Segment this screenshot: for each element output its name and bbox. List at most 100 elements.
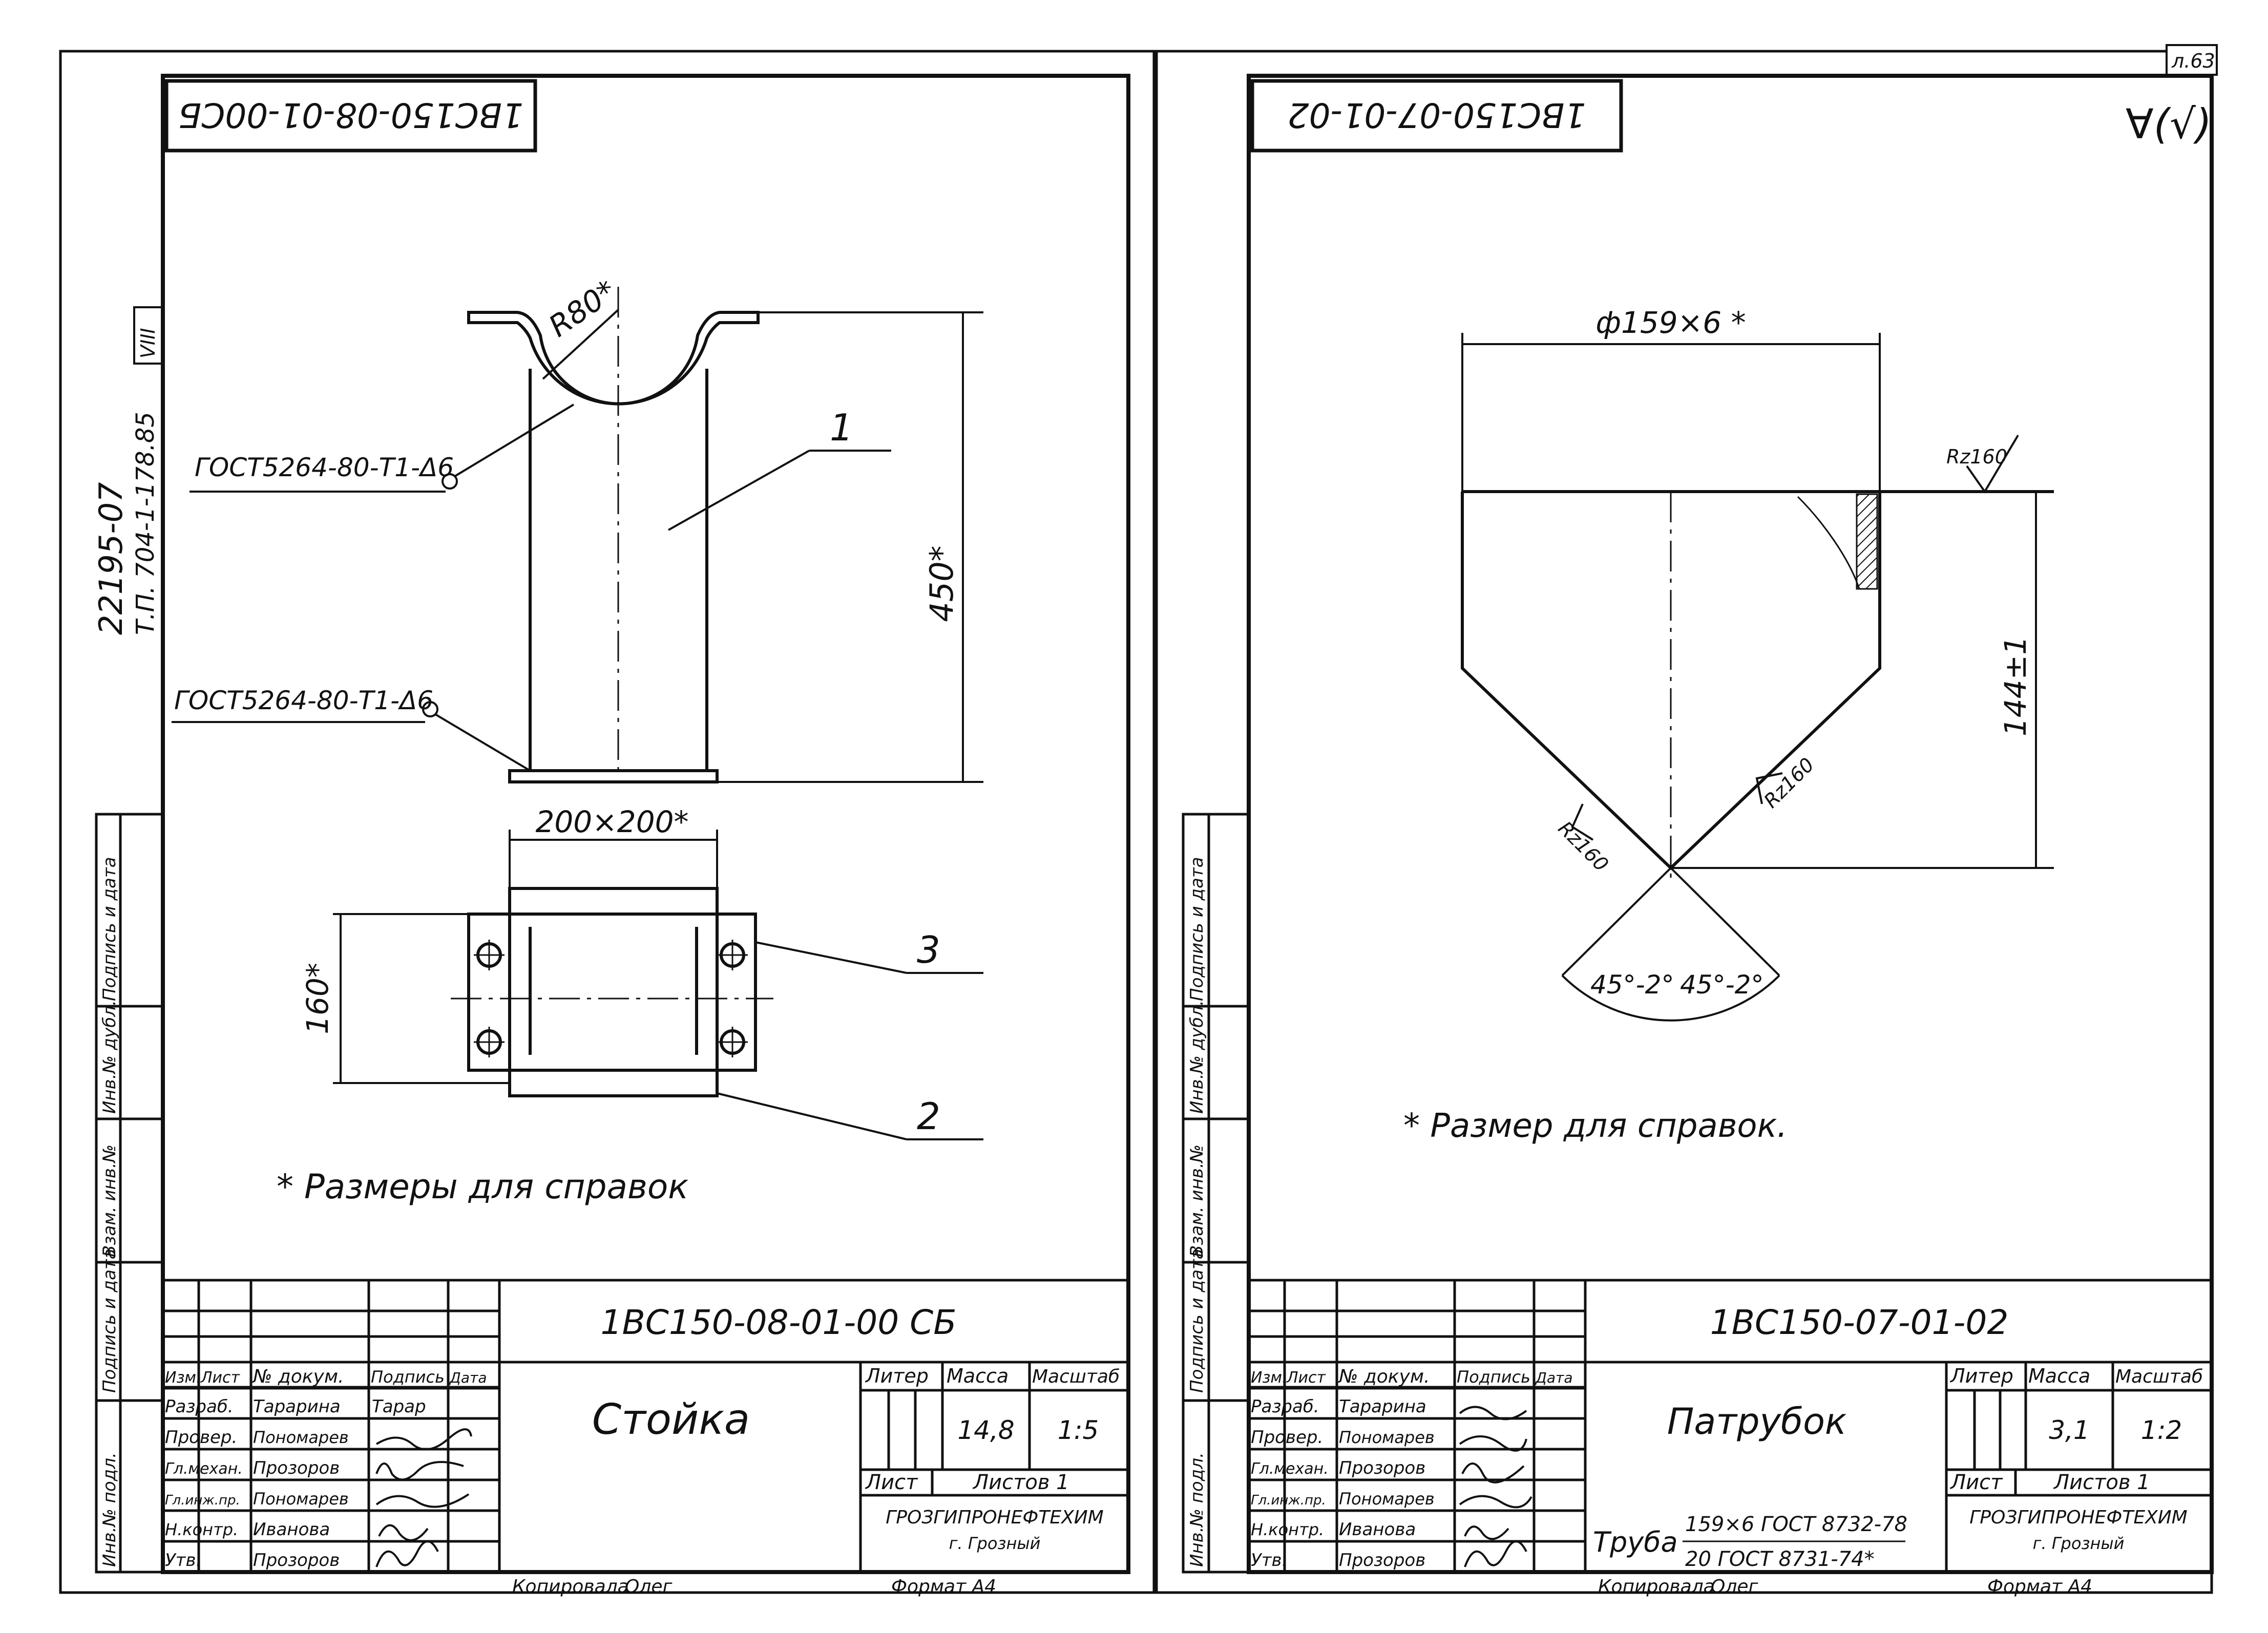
right-margin-label-3: Взам. инв.№ [1187, 1144, 1207, 1257]
left-margin-label-1: Инв.№ подл. [99, 1452, 120, 1567]
weld-note-2: ГОСТ5264-80-Т1-Δ6 [174, 686, 433, 715]
left-role-1: Разраб. [165, 1396, 234, 1417]
radius-leader [542, 309, 619, 380]
left-col-list: Лист [200, 1369, 241, 1387]
right-note: * Размер для справок. [1403, 1107, 1788, 1145]
left-col-sign: Подпись [371, 1367, 445, 1387]
right-sheet-label: Лист [1949, 1471, 2003, 1494]
right-margin-label-1: Инв.№ подл. [1187, 1452, 1207, 1567]
weld-note-1: ГОСТ5264-80-Т1-Δ6 [195, 453, 454, 482]
right-role-1: Разраб. [1251, 1396, 1319, 1417]
left-person-3: Прозоров [253, 1458, 340, 1478]
right-role-4: Гл.инж.пр. [1251, 1493, 1326, 1508]
left-litera-label: Литер [865, 1365, 929, 1387]
material-prefix: Труба [1593, 1526, 1678, 1558]
pipe-drawing [1461, 490, 2054, 881]
right-code-box: 1ВС150-07-01-02 [1250, 79, 1623, 153]
right-sheets-label: Листов 1 [2053, 1471, 2150, 1494]
roughness-top-symbol [1966, 434, 2019, 494]
right-col-izm: Изм. [1251, 1369, 1287, 1387]
left-person-4: Пономарев [253, 1489, 349, 1509]
left-code-box: 1ВС150-08-01-00СБ [164, 79, 537, 153]
right-person-1: Тарарина [1339, 1396, 1426, 1417]
right-margin-label-5: Подпись и дата [1187, 857, 1207, 1001]
roughness-right-label: Rz160 [1759, 753, 1818, 812]
right-person-6: Прозоров [1339, 1550, 1425, 1571]
left-role-3: Гл.механ. [165, 1460, 243, 1478]
right-person-2: Пономарев [1339, 1428, 1435, 1447]
left-col-date: Дата [449, 1369, 487, 1386]
weld-note-2-leader [172, 701, 531, 772]
right-margin-label-4: Инв.№ дубл. [1187, 1000, 1207, 1114]
left-role-5: Н.контр. [165, 1520, 238, 1539]
right-designation: 1ВС150-07-01-02 [1710, 1303, 2009, 1342]
plate-dimension [509, 830, 718, 888]
left-person-5: Иванова [253, 1519, 330, 1540]
left-side-codes: 22195-07 Т.П. 704-1-178.85 VIII [92, 306, 164, 635]
left-margin-label-4: Инв.№ дубл. [99, 1000, 120, 1114]
left-person-6: Прозоров [253, 1550, 340, 1571]
angle-dimensions [1561, 867, 1780, 1022]
left-org: ГРОЗГИПРОНЕФТЕХИМ [886, 1507, 1103, 1528]
left-signatures-scribbles [375, 1428, 472, 1567]
height-dimension-144-label: 144±1 [1998, 636, 2033, 736]
stand-plan-view [451, 887, 773, 1097]
left-mass-label: Масса [947, 1365, 1009, 1387]
left-sheet-label: Лист [865, 1471, 918, 1494]
left-part-name: Стойка [592, 1395, 750, 1444]
right-col-sign: Подпись [1457, 1367, 1530, 1387]
right-signatures-scribbles [1459, 1406, 1532, 1567]
left-role-6: Утв. [165, 1550, 201, 1571]
pos-1-label: 1 [830, 406, 853, 449]
right-format: Формат А4 [1987, 1576, 2092, 1597]
material-top: 159×6 ГОСТ 8732-78 [1685, 1513, 1907, 1536]
svg-text:л.63: л.63 [2171, 50, 2215, 72]
left-mass-value: 14,8 [957, 1415, 1014, 1445]
right-part-name: Патрубок [1667, 1401, 1846, 1443]
left-signature-1: Тарар [372, 1396, 426, 1417]
left-note: * Размеры для справок [277, 1167, 688, 1206]
plate-dimension-label: 200×200* [535, 804, 688, 839]
right-person-4: Пономарев [1339, 1489, 1435, 1509]
right-scale-value: 1:2 [2141, 1415, 2182, 1445]
radius-label: R80* [542, 273, 622, 344]
right-title-block [1247, 1279, 2213, 1574]
right-margin-label-2: Подпись и дата [1187, 1248, 1207, 1393]
roughness-corner-symbol: ∀(√) [2126, 100, 2212, 148]
left-scale-label: Масштаб [1032, 1366, 1120, 1387]
pos-2-label: 2 [917, 1095, 940, 1138]
left-role-4: Гл.инж.пр. [165, 1493, 240, 1508]
right-copied: Копировала [1598, 1576, 1715, 1597]
left-copied: Копировала [512, 1576, 629, 1597]
diameter-dimension-label: ф159×6 * [1595, 305, 1746, 340]
left-person-2: Пономарев [253, 1428, 349, 1447]
left-col-izm: Изм. [165, 1369, 201, 1387]
angle-left-label: 45°-2° [1590, 970, 1674, 1000]
left-margin-label-5: Подпись и дата [99, 857, 120, 1001]
left-margin-label-2: Подпись и дата [99, 1248, 120, 1393]
page-mark: л.63 [2166, 44, 2218, 76]
right-person-3: Прозоров [1339, 1458, 1425, 1478]
side-dimension [333, 913, 510, 1084]
pos-3-leader [755, 941, 983, 974]
left-title-block [161, 1279, 1130, 1574]
left-sheets-label: Листов 1 [972, 1471, 1069, 1494]
left-code-text: 1ВС150-08-01-00СБ [178, 95, 523, 135]
side-dimension-label: 160* [300, 963, 335, 1034]
right-litera-label: Литер [1949, 1365, 2013, 1387]
pos-1-leader [668, 450, 891, 531]
right-role-6: Утв. [1251, 1550, 1287, 1571]
height-dimension-label: 450* [923, 545, 960, 622]
right-mass-label: Масса [2028, 1365, 2090, 1387]
pos-3-label: 3 [917, 928, 940, 971]
right-scale-label: Масштаб [2115, 1366, 2203, 1387]
right-margin-strip [1182, 813, 1250, 1574]
right-copied-sign: Олег [1711, 1576, 1758, 1597]
right-col-doc: № докум. [1338, 1366, 1430, 1387]
right-org: ГРОЗГИПРОНЕФТЕХИМ [1969, 1507, 2187, 1528]
right-col-list: Лист [1286, 1369, 1327, 1387]
right-person-5: Иванова [1339, 1519, 1416, 1540]
angle-right-label: 45°-2° [1680, 970, 1763, 1000]
right-mass-value: 3,1 [2049, 1415, 2090, 1445]
right-city: г. Грозный [2033, 1534, 2125, 1553]
